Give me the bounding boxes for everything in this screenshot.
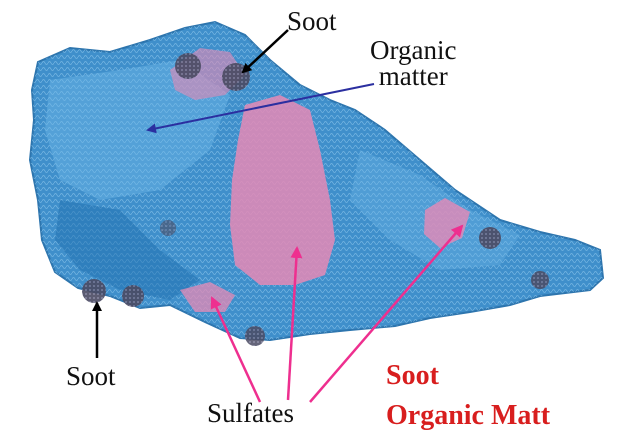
annotation-organic-matter: Organic Matt: [386, 402, 550, 430]
soot-sphere: [245, 326, 265, 346]
soot-sphere: [479, 227, 501, 249]
soot-sphere: [531, 271, 549, 289]
soot-sphere: [122, 285, 144, 307]
sulfates-label: Sulfates: [207, 400, 294, 427]
soot-label-top: Soot: [287, 8, 337, 35]
soot-sphere: [82, 279, 106, 303]
soot-sphere: [175, 53, 201, 79]
organic-matter-label: Organic matter: [370, 38, 456, 89]
annotation-soot: Soot: [386, 362, 439, 390]
soot-sphere: [222, 63, 250, 91]
soot-label-bottom: Soot: [66, 363, 116, 390]
soot-sphere: [160, 220, 176, 236]
organic-matter-label-line2: matter: [370, 64, 456, 90]
organic-matter-label-line1: Organic: [370, 38, 456, 64]
